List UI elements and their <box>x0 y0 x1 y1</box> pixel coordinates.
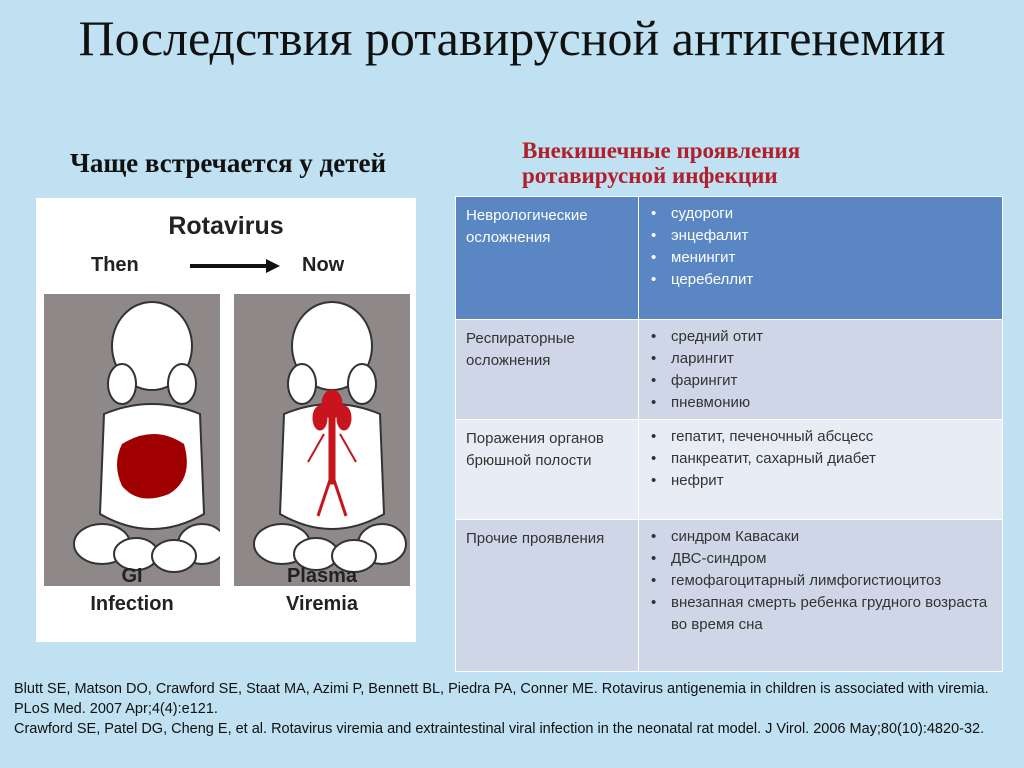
caption-gi-infection: GI Infection <box>44 562 220 618</box>
row-category: Неврологические осложнения <box>456 197 639 319</box>
list-item: ларингит <box>649 348 992 370</box>
row-category: Поражения органов брюшной полости <box>456 420 639 519</box>
row-category: Прочие проявления <box>456 520 639 671</box>
figure-label-now: Now <box>302 254 345 276</box>
row-items-list: судороги энцефалит менингит церебеллит <box>649 203 992 291</box>
infant-viremia-icon <box>253 301 407 573</box>
manifestations-table: Неврологические осложнения судороги энце… <box>455 196 1003 672</box>
caption-left-line2: Infection <box>90 593 174 615</box>
list-item: нефрит <box>649 470 992 492</box>
list-item: менингит <box>649 247 992 269</box>
infant-gi-icon <box>73 301 220 573</box>
caption-plasma-viremia: Plasma Viremia <box>234 562 410 618</box>
table-row: Поражения органов брюшной полости гепати… <box>456 420 1002 520</box>
list-item: судороги <box>649 203 992 225</box>
list-item: энцефалит <box>649 225 992 247</box>
slide-title: Последствия ротавирусной антигенемии <box>78 10 946 66</box>
caption-left-line1: GI <box>121 565 143 587</box>
caption-right-line2: Viremia <box>286 593 358 615</box>
list-item: церебеллит <box>649 269 992 291</box>
list-item: синдром Кавасаки <box>649 526 992 548</box>
panel-gi-infection <box>44 294 220 586</box>
panel-plasma-viremia <box>234 294 410 586</box>
row-items-list: гепатит, печеночный абсцесс панкреатит, … <box>649 426 992 492</box>
reference-1: Blutt SE, Matson DO, Crawford SE, Staat … <box>14 681 989 717</box>
figure-label-then: Then <box>91 254 139 276</box>
row-items-list: синдром Кавасаки ДВС-синдром гемофагоцит… <box>649 526 992 636</box>
table-row: Прочие проявления синдром Кавасаки ДВС-с… <box>456 520 1002 671</box>
reference-2: Crawford SE, Patel DG, Cheng E, et al. R… <box>14 721 985 737</box>
list-item: ДВС-синдром <box>649 548 992 570</box>
list-item: внезапная смерть ребенка грудного возрас… <box>649 592 992 636</box>
list-item: пневмонию <box>649 392 992 414</box>
rotavirus-illustration: Rotavirus Then Now <box>36 198 416 642</box>
figure-title: Rotavirus <box>168 212 284 240</box>
table-row: Респираторные осложнения средний отит ла… <box>456 320 1002 420</box>
subtitle-right-line2: ротавирусной инфекции <box>522 163 778 188</box>
table-row: Неврологические осложнения судороги энце… <box>456 197 1002 320</box>
subtitle-extraintestinal: Внекишечные проявления ротавирусной инфе… <box>522 138 882 188</box>
list-item: фарингит <box>649 370 992 392</box>
subtitle-right-line1: Внекишечные проявления <box>522 138 801 163</box>
row-items-list: средний отит ларингит фарингит пневмонию <box>649 326 992 414</box>
list-item: средний отит <box>649 326 992 348</box>
row-category: Респираторные осложнения <box>456 320 639 419</box>
references: Blutt SE, Matson DO, Crawford SE, Staat … <box>14 679 1014 739</box>
subtitle-children: Чаще встречается у детей <box>70 148 386 178</box>
list-item: гепатит, печеночный абсцесс <box>649 426 992 448</box>
list-item: гемофагоцитарный лимфогистиоцитоз <box>649 570 992 592</box>
list-item: панкреатит, сахарный диабет <box>649 448 992 470</box>
arrow-right-icon <box>190 259 280 273</box>
caption-right-line1: Plasma <box>286 565 358 587</box>
